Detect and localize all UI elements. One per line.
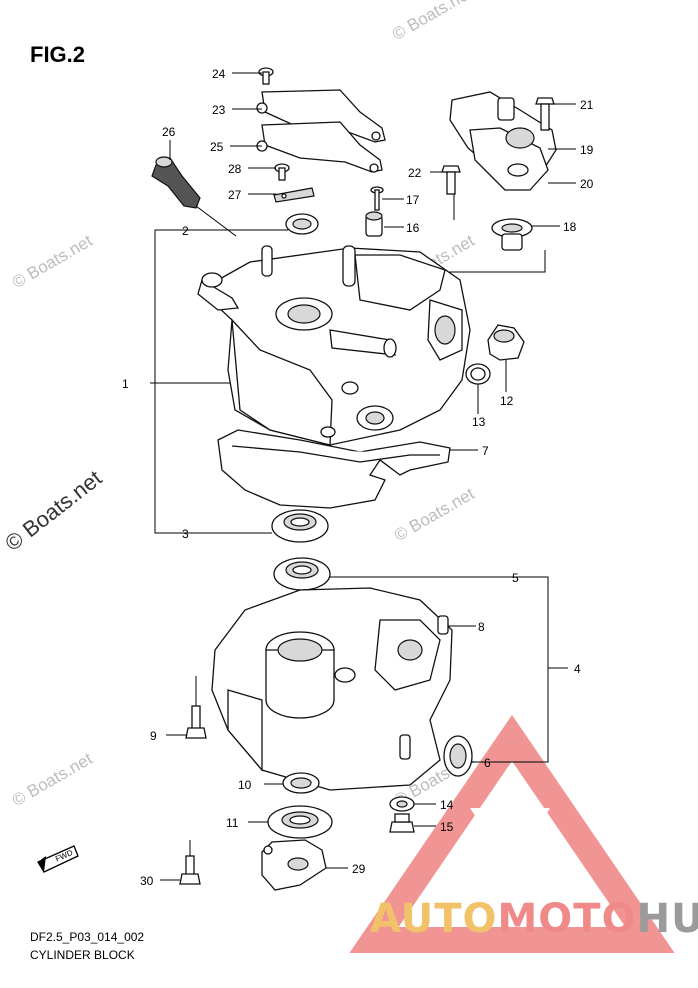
callout-16: 16 <box>406 221 420 235</box>
clip <box>273 187 315 203</box>
callout-7: 7 <box>482 444 489 458</box>
callout-13: 13 <box>472 415 486 429</box>
sleeve <box>365 211 383 237</box>
callout-12: 12 <box>500 394 514 408</box>
callout-28: 28 <box>228 162 242 176</box>
o-ring <box>465 363 491 385</box>
cylinder-head-cover <box>197 245 471 446</box>
brand-hub: HUB <box>636 896 698 942</box>
breather-hose <box>151 156 201 209</box>
crankcase <box>211 587 453 791</box>
callout-6: 6 <box>484 756 491 770</box>
figure-title: FIG.2 <box>30 42 86 67</box>
callout-5: 5 <box>512 571 519 585</box>
bolt <box>185 705 207 739</box>
figure-name: CYLINDER BLOCK <box>30 948 135 962</box>
callout-27: 27 <box>228 188 242 202</box>
thermostat <box>491 218 533 251</box>
callout-29: 29 <box>352 862 366 876</box>
oil-seal <box>267 805 333 839</box>
washer <box>389 796 415 812</box>
callout-20: 20 <box>580 177 594 191</box>
callout-2: 2 <box>182 224 189 238</box>
callout-9: 9 <box>150 729 157 743</box>
plug <box>487 324 525 361</box>
callout-1: 1 <box>122 377 129 391</box>
callout-22: 22 <box>408 166 422 180</box>
oil-seal <box>285 213 319 235</box>
bolt <box>441 165 461 195</box>
brand-auto: AUTO <box>370 896 498 942</box>
dowel-pin <box>437 615 449 635</box>
bottom-cover-plate <box>261 839 327 891</box>
callout-10: 10 <box>238 778 252 792</box>
callout-14: 14 <box>440 798 454 812</box>
callout-19: 19 <box>580 143 594 157</box>
callout-23: 23 <box>212 103 226 117</box>
drain-plug <box>389 813 415 833</box>
screw <box>258 67 274 85</box>
callout-18: 18 <box>563 220 577 234</box>
callout-21: 21 <box>580 98 594 112</box>
callout-11: 11 <box>226 816 239 830</box>
callout-30: 30 <box>140 874 154 888</box>
bearing <box>273 557 331 591</box>
gasket <box>217 429 451 509</box>
callout-15: 15 <box>440 820 454 834</box>
callout-4: 4 <box>574 662 581 676</box>
callout-25: 25 <box>210 140 224 154</box>
bolt <box>179 855 201 885</box>
callout-24: 24 <box>212 67 226 81</box>
callout-26: 26 <box>162 125 176 139</box>
brand-moto: MOTO <box>497 896 637 942</box>
oil-seal <box>282 772 320 794</box>
bolt <box>535 97 555 131</box>
leader-lines <box>160 72 576 881</box>
bearing <box>271 509 329 543</box>
breather-cover-plate <box>256 89 386 173</box>
oil-seal <box>443 735 473 777</box>
screw <box>370 186 384 211</box>
screw <box>274 163 290 181</box>
callout-8: 8 <box>478 620 485 634</box>
thermostat-cover <box>449 91 557 191</box>
brand-triangle-logo <box>349 714 675 953</box>
figure-code: DF2.5_P03_014_002 <box>30 930 145 944</box>
brand-logo-text: AUTOMOTOHUB <box>370 896 698 942</box>
callout-numbers: 24 23 25 28 27 26 2 17 16 22 21 19 20 18… <box>122 67 594 888</box>
forward-arrow-icon: FWD <box>37 845 79 873</box>
callout-3: 3 <box>182 527 189 541</box>
callout-17: 17 <box>406 193 420 207</box>
